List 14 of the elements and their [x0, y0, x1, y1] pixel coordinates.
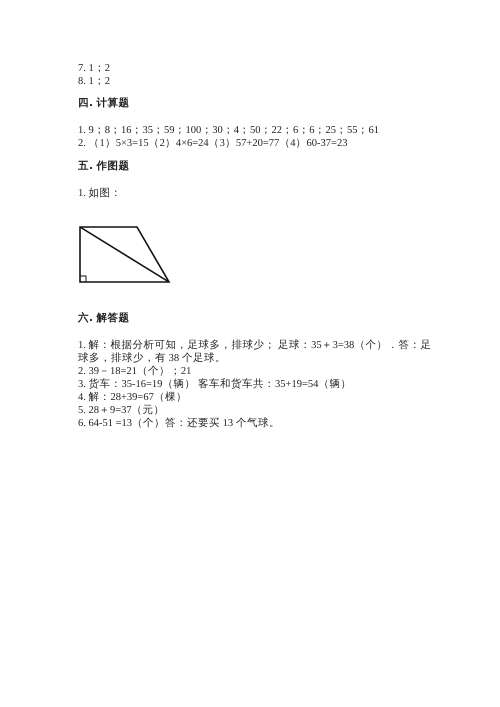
section-heading: 六. 解答题 — [78, 312, 131, 325]
section-heading: 四. 计算题 — [78, 97, 131, 110]
answer-text: 3. 货车：35-16=19（辆） 客车和货车共：35+19=54（辆） — [78, 378, 352, 391]
answer-text: 4. 解：28+39=67（棵） — [78, 391, 188, 404]
answer-text: 2. 39－18=21（个）；21 — [78, 365, 192, 378]
answer-text: 2. （1）5×3=15（2）4×6=24（3）57+20=77（4）60-37=23 — [78, 137, 348, 150]
answer-text: 1. 如图： — [78, 187, 122, 200]
answer-text: 1. 解：根据分析可知，足球多，排球少； 足球：35＋3=38（个）．答：足球多，排球少，有 38 个足球。 — [78, 339, 432, 365]
answer-text: 7. 1；2 — [78, 62, 111, 75]
answer-text: 1. 9；8；16；35；59；100；30；4；50；22；6；6；25；55；61 — [78, 124, 380, 137]
answer-text: 8. 1；2 — [78, 75, 111, 88]
answer-text: 5. 28＋9=37（元） — [78, 404, 166, 417]
section-heading: 五. 作图题 — [78, 160, 131, 173]
answer-text: 6. 64-51 =13（个）答：还要买 13 个气球。 — [78, 417, 281, 430]
